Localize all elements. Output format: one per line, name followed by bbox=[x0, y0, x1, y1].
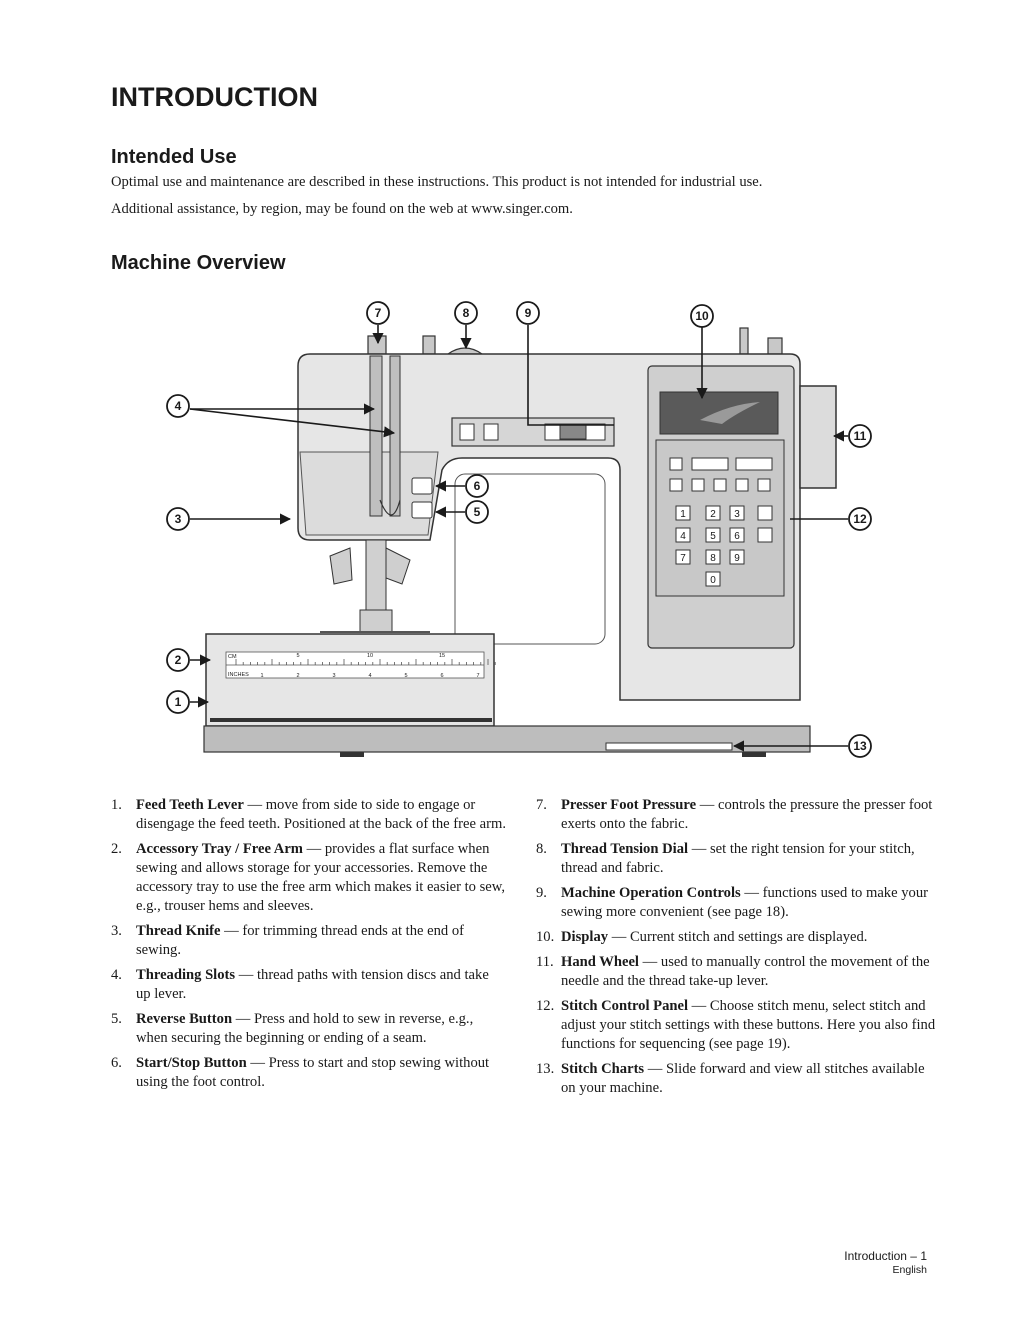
callout-number: 5 bbox=[474, 505, 481, 519]
tension-dial bbox=[446, 347, 484, 355]
legend-item: 13.Stitch Charts — Slide forward and vie… bbox=[536, 1061, 925, 1096]
legend-item: 7.Presser Foot Pressure — controls the p… bbox=[536, 797, 933, 832]
reverse-button bbox=[411, 501, 433, 519]
legend-item: 8.Thread Tension Dial — set the right te… bbox=[536, 841, 915, 876]
legend-item: 4.Threading Slots — thread paths with te… bbox=[111, 967, 489, 1002]
callout-circle bbox=[465, 474, 489, 498]
page-title: INTRODUCTION bbox=[111, 82, 318, 112]
callout-circle bbox=[848, 734, 872, 758]
intended-use-text-2: Additional assistance, by region, may be… bbox=[111, 201, 573, 217]
legend-item: 9.Machine Operation Controls — functions… bbox=[536, 885, 928, 920]
callout-number: 7 bbox=[375, 306, 382, 320]
legend-list-right: 7.Presser Foot Pressure — controls the p… bbox=[536, 796, 938, 1104]
callout-number: 9 bbox=[525, 306, 532, 320]
ruler-inch-tick: 1 bbox=[260, 673, 263, 679]
callout-circle bbox=[166, 507, 190, 531]
keypad-digit: 9 bbox=[734, 553, 740, 564]
bobbin-winder bbox=[739, 327, 749, 355]
callout-number: 8 bbox=[463, 306, 470, 320]
callout-number: 13 bbox=[853, 739, 867, 753]
legend-item: 12.Stitch Control Panel — Choose stitch … bbox=[536, 998, 936, 1052]
ruler-inch-tick: 4 bbox=[368, 673, 371, 679]
ruler-cm-tick: 10 bbox=[367, 653, 373, 659]
machine-diagram: 1 2 3 4 5 6 7 8 9 0 CM INCHES 5 10 15 1 … bbox=[166, 301, 872, 758]
legend-item: 1.Feed Teeth Lever — move from side to s… bbox=[111, 797, 506, 832]
ruler-cm-label: CM bbox=[228, 654, 237, 660]
footer-page-number: Introduction – 1 bbox=[844, 1249, 927, 1263]
threading-slot-2 bbox=[389, 355, 401, 517]
callout-number: 2 bbox=[175, 653, 182, 667]
callout-number: 6 bbox=[474, 479, 481, 493]
legend-item: 5.Reverse Button — Press and hold to sew… bbox=[111, 1011, 474, 1046]
machine-overview-heading: Machine Overview bbox=[111, 252, 286, 274]
ruler-inch-tick: 7 bbox=[476, 673, 479, 679]
keypad-digit: 6 bbox=[734, 531, 740, 542]
spool-pin bbox=[422, 335, 436, 355]
ruler-inch-tick: 2 bbox=[296, 673, 299, 679]
keypad-digit: 7 bbox=[680, 553, 686, 564]
keypad-digit: 0 bbox=[710, 575, 716, 586]
callout-number: 3 bbox=[175, 512, 182, 526]
legend-item: 6.Start/Stop Button — Press to start and… bbox=[111, 1055, 490, 1090]
callout-circle bbox=[516, 301, 540, 325]
ruler-cm-tick: 5 bbox=[296, 653, 299, 659]
callout-number: 12 bbox=[853, 512, 867, 526]
threading-slot bbox=[369, 355, 383, 517]
legend-item: 10.Display — Current stitch and settings… bbox=[536, 929, 868, 945]
callout-circle bbox=[166, 394, 190, 418]
keypad-digit: 8 bbox=[710, 553, 716, 564]
callout-circle bbox=[848, 507, 872, 531]
accessory-tray bbox=[205, 633, 495, 727]
ruler-inch-tick: 6 bbox=[440, 673, 443, 679]
start-stop-button bbox=[411, 477, 433, 495]
keypad-digit: 5 bbox=[710, 531, 716, 542]
callout-circle bbox=[166, 648, 190, 672]
ruler-inch-tick: 5 bbox=[404, 673, 407, 679]
callout-circle bbox=[465, 500, 489, 524]
ruler-cm-tick: 15 bbox=[439, 653, 445, 659]
keypad-digit: 3 bbox=[734, 509, 740, 520]
intended-use-heading: Intended Use bbox=[111, 146, 237, 168]
footer-language: English bbox=[892, 1264, 927, 1276]
bobbin-stop bbox=[767, 337, 783, 355]
keypad-digit: 1 bbox=[680, 509, 686, 520]
free-arm-opening bbox=[454, 473, 606, 645]
legend-list-left: 1.Feed Teeth Lever — move from side to s… bbox=[111, 796, 506, 1098]
stitch-chart-slot bbox=[605, 742, 733, 751]
legend-item: 2.Accessory Tray / Free Arm — provides a… bbox=[111, 841, 506, 914]
keypad-digit: 2 bbox=[710, 509, 716, 520]
hand-wheel bbox=[799, 385, 837, 489]
callout-number: 1 bbox=[175, 695, 182, 709]
callout-number: 4 bbox=[175, 399, 182, 413]
intended-use-text-1: Optimal use and maintenance are describe… bbox=[111, 174, 763, 190]
callout-number: 11 bbox=[854, 429, 867, 443]
callout-number: 10 bbox=[695, 309, 709, 323]
presser-foot-knob bbox=[367, 335, 387, 355]
callout-circle bbox=[690, 304, 714, 328]
legend-item: 3.Thread Knife — for trimming thread end… bbox=[111, 923, 465, 958]
ruler-inch-tick: 3 bbox=[332, 673, 335, 679]
callout-circle bbox=[366, 301, 390, 325]
callout-circle bbox=[848, 424, 872, 448]
ruler-inches-label: INCHES bbox=[228, 672, 249, 678]
callout-circle bbox=[166, 690, 190, 714]
callout-circle bbox=[454, 301, 478, 325]
legend-item: 11.Hand Wheel — used to manually control… bbox=[536, 954, 930, 989]
presser-foot bbox=[359, 609, 393, 633]
keypad-digit: 4 bbox=[680, 531, 686, 542]
keypad bbox=[669, 457, 773, 587]
